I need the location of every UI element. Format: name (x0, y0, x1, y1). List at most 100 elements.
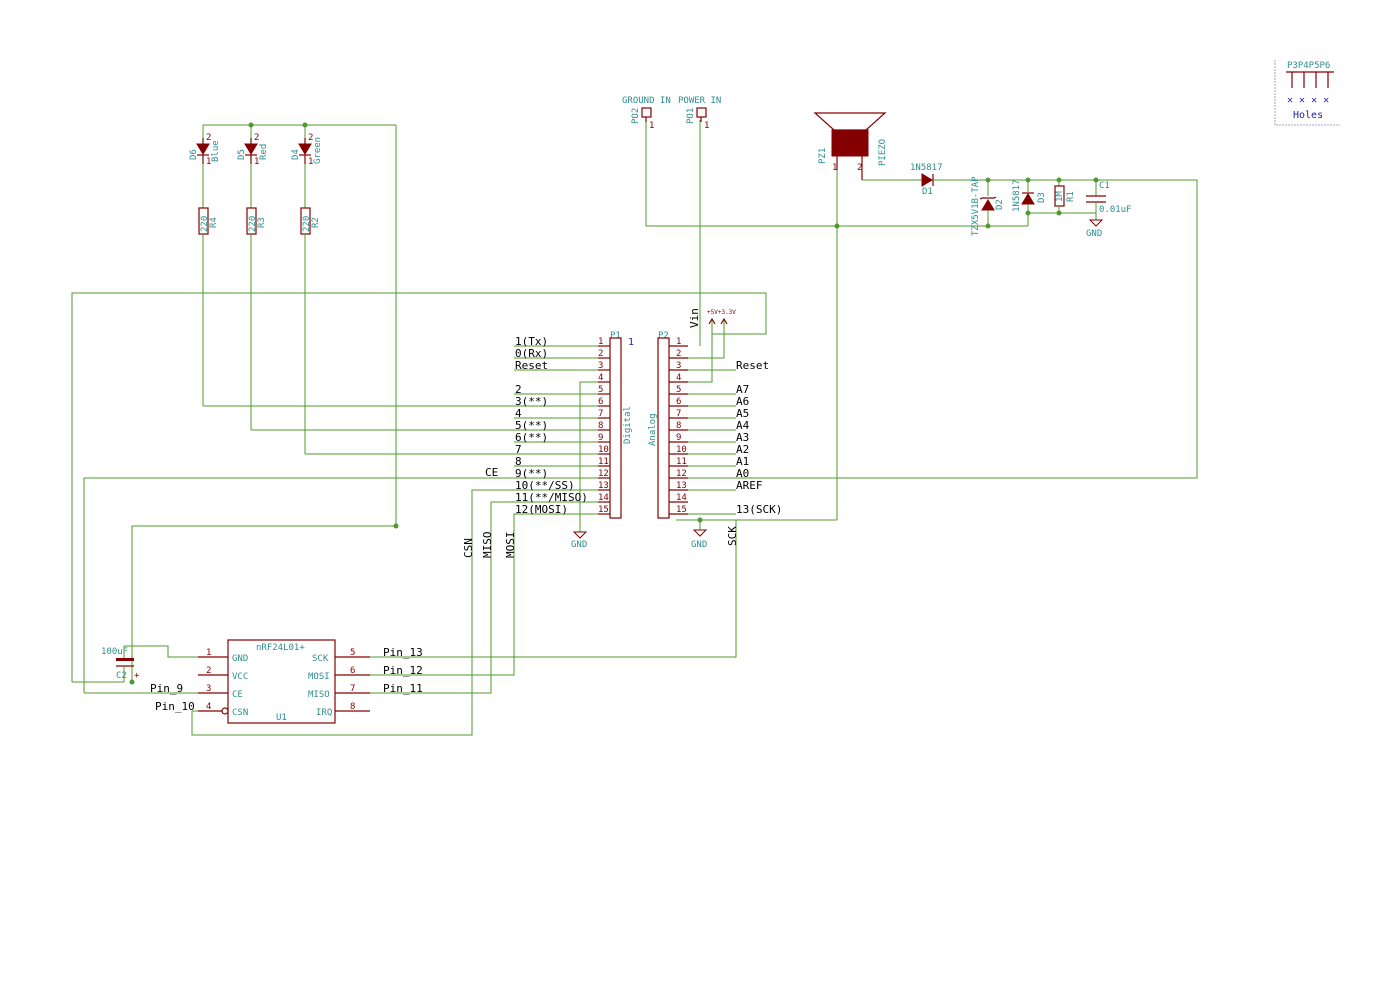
d1-value: 1N5817 (910, 163, 943, 173)
svg-text:1: 1 (206, 648, 211, 658)
holes-title: Holes (1293, 110, 1323, 121)
zener-d2: TZX5V1B-TAP D2 (971, 176, 1005, 236)
led-d5: D5 Red 2 1 220 R3 (237, 125, 269, 430)
d2-value: TZX5V1B-TAP (971, 176, 981, 236)
pin13-label: Pin_13 (383, 646, 423, 659)
p2-pin-12: 12 (676, 469, 687, 479)
p1-pin-7: 7 (598, 409, 603, 419)
resistor-r1: 1M R1 (1054, 180, 1076, 216)
nrf24l01-module: nRF24L01+ U1 1 GND 2 VCC 3 CE 4 CSN 5 SC… (150, 639, 423, 724)
po1-ref: PO1 (686, 108, 696, 124)
p1-label-15: 12(MOSI) (515, 503, 568, 516)
p2-side-label: Analog (648, 413, 658, 446)
c2-value: 100uF (101, 647, 128, 657)
p1-pin-3: 3 (598, 361, 603, 371)
c1-gnd: GND (1086, 229, 1102, 239)
r4-value: 220 (200, 216, 210, 232)
p2-pin-14: 14 (676, 493, 687, 503)
nrf-pin-ce: CE (232, 690, 243, 700)
p1-pin-15: 15 (598, 505, 609, 515)
p1-label-9: 6(**) (515, 431, 548, 444)
pin9-label: Pin_9 (150, 682, 183, 695)
led-d4: D4 Green 2 1 220 R2 (291, 125, 323, 454)
svg-text:1: 1 (704, 121, 709, 131)
d4-ref: D4 (291, 149, 301, 160)
p2-label-3: Reset (736, 359, 769, 372)
p2-gnd-label: GND (691, 540, 707, 550)
r1-ref: R1 (1066, 191, 1076, 202)
d6-ref: D6 (189, 149, 199, 160)
pz1-ref: PZ1 (818, 148, 828, 164)
svg-text:2: 2 (308, 133, 313, 143)
nrf-pin-csn: CSN (232, 708, 248, 718)
p1-label-1: 1(Tx) (515, 335, 548, 348)
p2-label-12: A0 (736, 467, 749, 480)
p2-label-9: A3 (736, 431, 749, 444)
p1-pin-2: 2 (598, 349, 603, 359)
p1-pin-6: 6 (598, 397, 603, 407)
diode-d3: 1N5817 D3 (1012, 179, 1096, 226)
d5-color: Red (259, 144, 269, 160)
po2-ref: PO2 (631, 108, 641, 124)
p1-pin-14: 14 (598, 493, 609, 503)
d2-ref: D2 (995, 199, 1005, 210)
p2-pin-1: 1 (676, 337, 681, 347)
nrf-pin-sck: SCK (312, 654, 329, 664)
holes-block: P3P4P5P6 ✕ ✕ ✕ ✕ Holes (1274, 60, 1340, 126)
svg-text:1: 1 (832, 163, 837, 173)
p2-label-6: A6 (736, 395, 749, 408)
nrf-pin-vcc: VCC (232, 672, 248, 682)
svg-text:1: 1 (206, 157, 211, 167)
net-sck: SCK (726, 526, 739, 546)
c1-ref: C1 (1099, 181, 1110, 191)
p2-pin-9: 9 (676, 433, 681, 443)
nrf-pin-gnd: GND (232, 654, 248, 664)
p1-label-7: 4 (515, 407, 522, 420)
p2-pin-2: 2 (676, 349, 681, 359)
nrf-pin-mosi: MOSI (308, 672, 330, 682)
p2-pin-13: 13 (676, 481, 687, 491)
r2-ref: R2 (311, 217, 321, 228)
nrf-ref: U1 (276, 713, 287, 723)
p1-pin1-marker: 1 (628, 337, 634, 348)
p1-label-11: 8 (515, 455, 522, 468)
p2-label-11: A1 (736, 455, 749, 468)
p2-pin-11: 11 (676, 457, 687, 467)
p1-label-12: 9(**) (515, 467, 548, 480)
svg-text:4: 4 (206, 702, 211, 712)
pin10-label: Pin_10 (155, 700, 195, 713)
led-d6: D6 Blue 2 1 220 R4 (189, 125, 221, 406)
p1-pin-4: 4 (598, 373, 603, 383)
p2-pin-15: 15 (676, 505, 687, 515)
pin12-label: Pin_12 (383, 664, 423, 677)
led-section: D6 Blue 2 1 220 R4 D5 Red 2 1 220 R3 (189, 122, 598, 526)
svg-text:1: 1 (254, 157, 259, 167)
p1-ref: P1 (610, 331, 621, 341)
net-ce: CE (485, 466, 498, 479)
net-miso: MISO (481, 532, 494, 559)
c2-ref: C2 (116, 671, 127, 681)
d4-color: Green (313, 137, 323, 164)
d5-ref: D5 (237, 149, 247, 160)
p2-label-15: 13(SCK) (736, 503, 782, 516)
p1-label-13: 10(**/SS) (515, 479, 575, 492)
nrf-name: nRF24L01+ (256, 643, 305, 653)
p1-pin-13: 13 (598, 481, 609, 491)
header-p2: P2 Analog Vin +5V+3.3V (648, 308, 736, 519)
net-labels: CE CSN MISO MOSI SCK (462, 466, 739, 558)
p1-pin-8: 8 (598, 421, 603, 431)
c1-value: 0.01uF (1099, 205, 1132, 215)
piezo-pz1: PZ1 PIEZO 1 2 (813, 112, 922, 181)
holes-labels: P3P4P5P6 (1287, 61, 1330, 71)
p2-label-10: A2 (736, 443, 749, 456)
supply-label: +5V+3.3V (707, 309, 736, 316)
p1-pin-10: 10 (598, 445, 609, 455)
capacitor-c1: C1 0.01uF GND (1086, 180, 1132, 239)
p2-label-13: AREF (736, 479, 763, 492)
svg-text:3: 3 (206, 684, 211, 694)
c2-plus: + (134, 671, 140, 681)
svg-text:8: 8 (350, 702, 355, 712)
p2-pin-6: 6 (676, 397, 681, 407)
